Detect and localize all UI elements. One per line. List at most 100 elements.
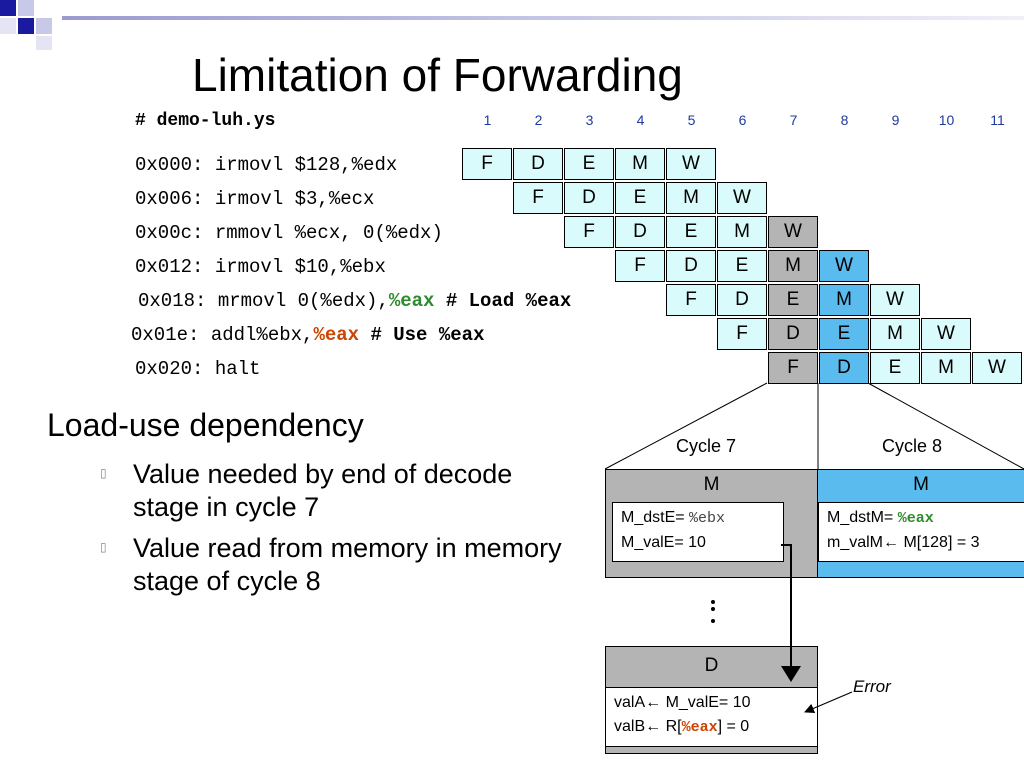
instruction-line: 0x01e: addl%ebx,%eax # Use %eax: [131, 324, 484, 346]
instruction-text: 0x006: irmovl $3,%ecx: [135, 188, 375, 210]
pipeline-stage-cell: W: [870, 284, 920, 316]
cycle-number: 6: [738, 112, 747, 128]
pipeline-stage-cell: W: [921, 318, 971, 350]
bullet-item: ▯ Value needed by end of decode stage in…: [100, 458, 570, 524]
pipeline-stage-cell: D: [717, 284, 767, 316]
bullet-icon: ▯: [100, 540, 107, 554]
stage-label: M: [703, 474, 720, 495]
pipeline-stage-cell: W: [819, 250, 869, 282]
vala-label: valA: [614, 694, 646, 711]
pipeline-stage-cell: F: [717, 318, 767, 350]
instruction-text: 0x018: mrmovl 0(%edx),: [138, 290, 389, 312]
pipeline-stage-cell: M: [768, 250, 818, 282]
cycle-number: 9: [891, 112, 900, 128]
title-rule: [62, 16, 1024, 20]
m-vale-line: M_valE= 10: [621, 534, 706, 551]
pipeline-stage-cell: F: [666, 284, 716, 316]
pipeline-stage-cell: E: [819, 318, 869, 350]
left-arrow-icon: ←: [645, 718, 662, 735]
heading-load-use: Load-use dependency: [47, 407, 364, 443]
pipeline-stage-cell: W: [717, 182, 767, 214]
cycle-number: 3: [585, 112, 594, 128]
instruction-line: 0x012: irmovl $10,%ebx: [135, 256, 386, 278]
cycle-number: 1: [483, 112, 492, 128]
cycle7-register-box: M_dstE= %ebx M_valE= 10: [612, 502, 784, 562]
pipeline-stage-cell: M: [921, 352, 971, 384]
bullet-text: Value needed by end of decode stage in c…: [133, 459, 513, 522]
pipeline-stage-cell: D: [819, 352, 869, 384]
pipeline-stage-cell: E: [615, 182, 665, 214]
pipeline-stage-cell: E: [666, 216, 716, 248]
cycle-number: 11: [990, 112, 1005, 128]
pipeline-stage-cell: D: [768, 318, 818, 350]
vala-value: M_valE= 10: [665, 694, 751, 711]
cycle8-memory-stage: M M_dstM= %eax m_valM← M[128] = 3: [817, 469, 1024, 578]
pipeline-stage-cell: D: [666, 250, 716, 282]
pipeline-stage-cell: M: [870, 318, 920, 350]
m-dste-value: %ebx: [689, 510, 726, 527]
left-arrow-icon: ←: [645, 694, 662, 711]
valb-post: ] = 0: [717, 718, 750, 735]
cycle7-label: Cycle 7: [676, 436, 737, 456]
instruction-text: 0x000: irmovl $128,%edx: [135, 154, 398, 176]
pipeline-stage-cell: D: [564, 182, 614, 214]
pipeline-stage-cell: E: [717, 250, 767, 282]
cycle-number: 4: [636, 112, 645, 128]
cycle8-label: Cycle 8: [882, 436, 943, 456]
decode-register-box: valA← M_valE= 10 valB← R[%eax] = 0: [606, 687, 817, 747]
pipeline-stage-cell: W: [666, 148, 716, 180]
bullet-item: ▯ Value read from memory in memory stage…: [100, 532, 570, 598]
error-label: Error: [853, 677, 891, 696]
instruction-line: 0x006: irmovl $3,%ecx: [135, 188, 374, 210]
instruction-line: 0x018: mrmovl 0(%edx),%eax # Load %eax: [138, 290, 571, 312]
instruction-text: %eax: [388, 290, 435, 312]
cycle-number: 2: [534, 112, 543, 128]
m-dstm-value: %eax: [897, 510, 934, 527]
bullet-text: Value read from memory in memory stage o…: [133, 533, 562, 596]
stage-label: D: [704, 655, 719, 676]
instruction-text: 0x01e: addl%ebx,: [131, 324, 314, 346]
pipeline-stage-cell: E: [564, 148, 614, 180]
m-valm-label: m_valM: [827, 534, 884, 551]
instruction-text: 0x00c: rmmovl %ecx, 0(%edx): [135, 222, 443, 244]
instruction-line: 0x00c: rmmovl %ecx, 0(%edx): [135, 222, 443, 244]
program-header: # demo-luh.ys: [135, 111, 276, 131]
slide-title: Limitation of Forwarding: [192, 49, 683, 101]
instruction-line: 0x020: halt: [135, 358, 260, 380]
pipeline-stage-cell: D: [513, 148, 563, 180]
pipeline-stage-cell: E: [768, 284, 818, 316]
cycle-number: 7: [789, 112, 798, 128]
instruction-line: 0x000: irmovl $128,%edx: [135, 154, 397, 176]
corner-decoration: [0, 0, 80, 50]
valb-label: valB: [614, 718, 646, 735]
pipeline-stage-cell: D: [615, 216, 665, 248]
cycle-number: 10: [938, 112, 955, 128]
pipeline-stage-cell: F: [768, 352, 818, 384]
pipeline-stage-cell: W: [768, 216, 818, 248]
decode-stage: D valA← M_valE= 10 valB← R[%eax] = 0: [605, 646, 818, 754]
instruction-text: # Load %eax: [434, 290, 572, 312]
pipeline-stage-cell: F: [513, 182, 563, 214]
pipeline-stage-cell: F: [615, 250, 665, 282]
left-arrow-icon: ←: [883, 534, 900, 551]
pipeline-stage-cell: M: [615, 148, 665, 180]
instruction-text: # Use %eax: [359, 324, 485, 346]
bullet-icon: ▯: [100, 466, 107, 480]
stage-label: M: [913, 474, 929, 495]
pipeline-stage-cell: F: [462, 148, 512, 180]
pipeline-stage-cell: W: [972, 352, 1022, 384]
cycle-number: 5: [687, 112, 696, 128]
instruction-text: %eax: [313, 324, 360, 346]
instruction-text: 0x012: irmovl $10,%ebx: [135, 256, 386, 278]
instruction-text: 0x020: halt: [135, 358, 261, 380]
pipeline-stage-cell: M: [717, 216, 767, 248]
valb-pre: R[: [665, 718, 682, 735]
valb-register: %eax: [681, 719, 718, 736]
pipeline-stage-cell: M: [666, 182, 716, 214]
cycle8-register-box: M_dstM= %eax m_valM← M[128] = 3: [818, 502, 1024, 562]
ellipsis-icon: [710, 600, 716, 630]
pipeline-stage-cell: F: [564, 216, 614, 248]
cycle-number: 8: [840, 112, 849, 128]
